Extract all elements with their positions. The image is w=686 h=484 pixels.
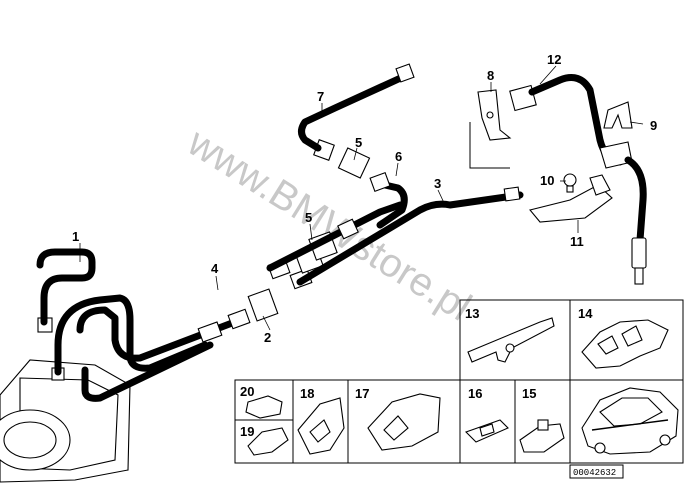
callout-5-upper: 5 xyxy=(355,135,362,150)
brake-pipe-4 xyxy=(54,294,244,402)
callout-6: 6 xyxy=(395,149,402,164)
callout-4: 4 xyxy=(211,261,219,276)
reference-number: 00042632 xyxy=(573,468,616,478)
callout-3: 3 xyxy=(434,176,441,191)
brake-pipe-3 xyxy=(266,186,524,286)
parts-panel xyxy=(234,299,684,464)
part-20-clip xyxy=(245,395,283,419)
callout-leaders xyxy=(79,65,644,331)
part-16-clip xyxy=(464,419,509,443)
callout-18: 18 xyxy=(300,386,314,401)
brake-pipe-1 xyxy=(36,248,96,326)
part-13-holder xyxy=(467,317,555,363)
callout-20: 20 xyxy=(240,384,254,399)
bolt-10 xyxy=(563,173,577,193)
brake-pipe-7 xyxy=(298,63,415,152)
clip-9 xyxy=(603,101,633,129)
reference-box xyxy=(569,464,624,479)
callout-11: 11 xyxy=(570,234,584,249)
part-14-clip xyxy=(581,319,669,369)
part-17-clip xyxy=(367,393,441,451)
callout-12: 12 xyxy=(547,52,561,67)
part-18-clip xyxy=(297,397,345,455)
callout-10: 10 xyxy=(540,173,554,188)
callout-17: 17 xyxy=(355,386,369,401)
callout-5-lower: 5 xyxy=(305,210,312,225)
abs-unit xyxy=(0,317,131,483)
callout-14: 14 xyxy=(578,306,593,321)
callout-15: 15 xyxy=(522,386,536,401)
bracket-8 xyxy=(469,89,512,169)
callout-2: 2 xyxy=(264,330,271,345)
callout-1: 1 xyxy=(72,229,79,244)
callout-19: 19 xyxy=(240,424,254,439)
car-location-icon xyxy=(581,387,679,455)
part-15-clip xyxy=(519,419,565,453)
brake-hose-12 xyxy=(509,74,647,285)
callout-13: 13 xyxy=(465,306,479,321)
brake-pipe-6 xyxy=(369,171,408,229)
callout-7: 7 xyxy=(317,89,324,104)
callout-16: 16 xyxy=(468,386,482,401)
fitting-5-upper xyxy=(313,139,371,179)
callout-8: 8 xyxy=(487,68,494,83)
part-19-clip xyxy=(247,427,289,456)
callout-9: 9 xyxy=(650,118,657,133)
bracket-11 xyxy=(529,174,613,223)
